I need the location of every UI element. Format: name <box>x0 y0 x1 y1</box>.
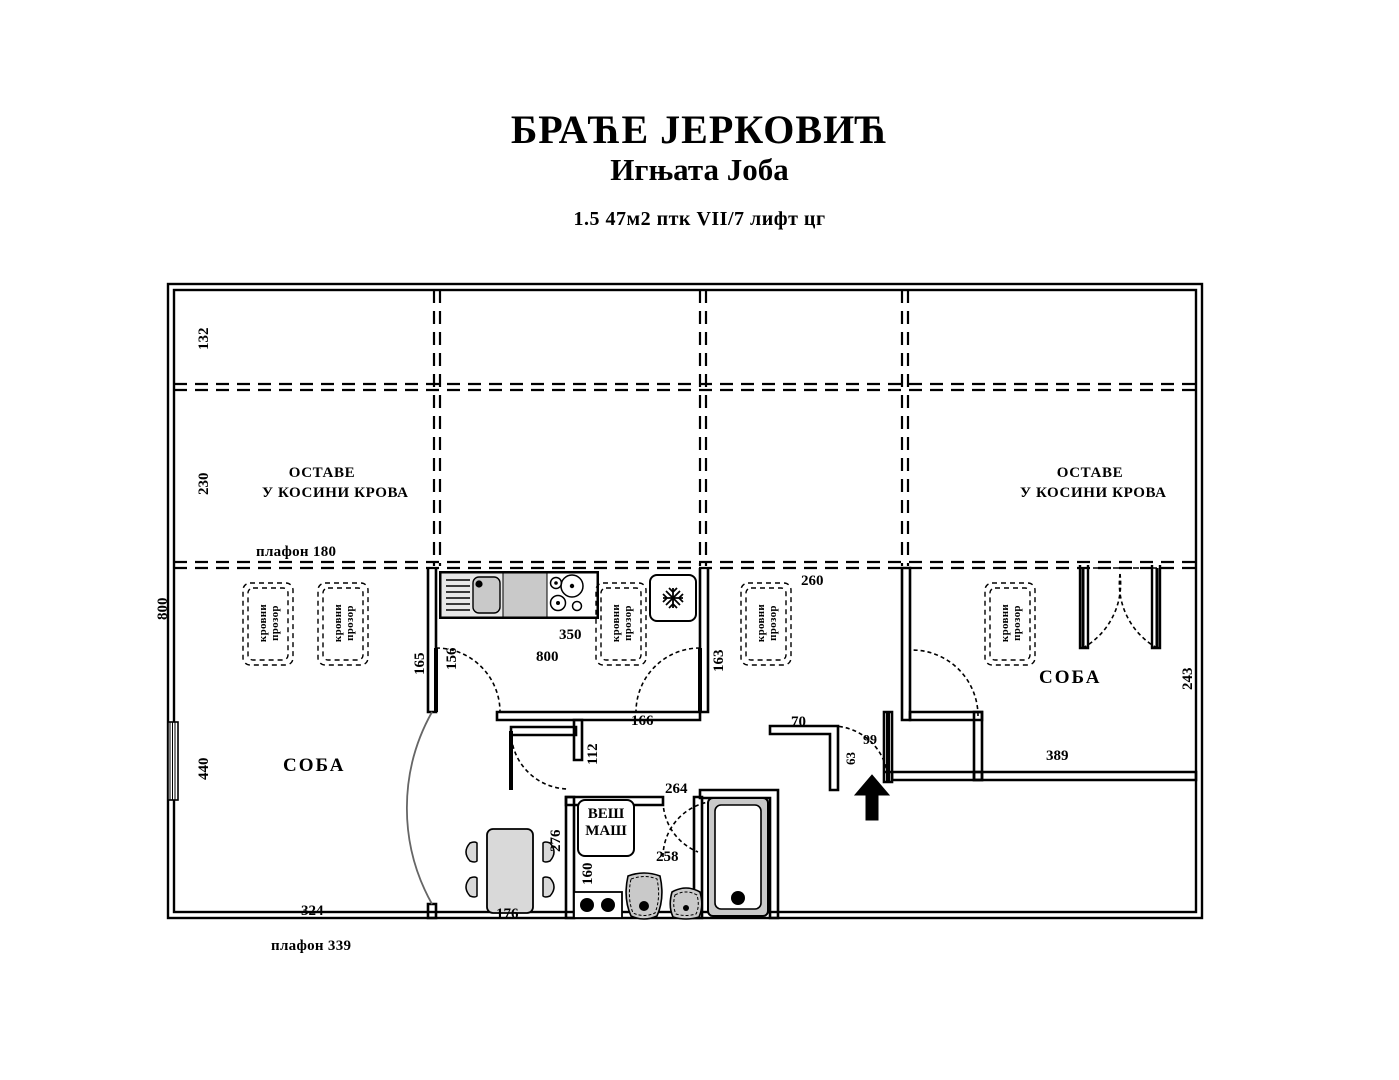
skylight-label-4: кровни прозор <box>755 584 779 662</box>
room-label-right: СОБА <box>1039 667 1102 688</box>
skylight-label-1: кровни прозор <box>257 584 281 662</box>
attic-partitions <box>174 290 1196 570</box>
window-left <box>167 721 179 801</box>
skylight-label-5: кровни прозор <box>999 584 1023 662</box>
dim-160: 160 <box>580 862 596 886</box>
refrigerator-icon <box>649 574 697 622</box>
dim-800-overall: 800 <box>155 597 171 621</box>
dim-156: 156 <box>444 647 460 671</box>
dining-table <box>486 828 534 914</box>
dim-440: 440 <box>196 757 212 781</box>
dim-260: 260 <box>801 573 824 589</box>
bathroom-fixtures <box>573 797 769 920</box>
skylight-3-line2: прозор <box>621 605 634 641</box>
bidet-icon <box>669 887 703 920</box>
dining-chairs <box>465 841 555 898</box>
dim-264: 264 <box>665 781 688 797</box>
entrance-arrow-icon <box>853 774 891 821</box>
skylight-1-line2: прозор <box>268 605 281 641</box>
skylight-boxes <box>242 582 1036 666</box>
dim-389: 389 <box>1046 748 1069 764</box>
door-swings <box>405 565 1162 905</box>
room-label-left: СОБА <box>283 755 346 776</box>
dim-324: 324 <box>301 903 324 919</box>
skylight-label-2: кровни прозор <box>332 584 356 662</box>
storage-left-line1: ОСТАВЕ <box>288 465 356 481</box>
ceiling-note-180: плафон 180 <box>256 544 337 560</box>
storage-label-left: ОСТАВЕ У КОСИНИ КРОВА <box>262 463 409 504</box>
skylight-5-line2: прозор <box>1010 605 1023 641</box>
dim-350: 350 <box>559 627 582 643</box>
kitchen-sink-icon <box>446 579 470 611</box>
dim-230: 230 <box>196 472 212 496</box>
skylight-2-line1: кровни <box>332 603 344 643</box>
toilet-icon <box>625 872 663 920</box>
washer-line1: ВЕШ <box>587 806 625 822</box>
storage-left-line2: У КОСИНИ КРОВА <box>262 485 409 502</box>
washing-machine <box>577 799 635 857</box>
dim-800-kitchen: 800 <box>536 649 559 665</box>
dim-99: 99 <box>863 733 877 748</box>
dim-276: 276 <box>548 829 564 853</box>
unit-info: 1.5 47м2 птк VII/7 лифт цг <box>573 207 826 230</box>
dim-165: 165 <box>412 652 428 676</box>
washer-line2: МАШ <box>585 822 627 839</box>
bathtub-icon <box>707 797 769 917</box>
washing-machine-label: ВЕШ МАШ <box>580 806 632 839</box>
skylight-4-line1: кровни <box>755 603 767 643</box>
dim-243: 243 <box>1180 667 1196 691</box>
page-title: БРАЋЕ ЈЕРКОВИЋ <box>510 107 889 152</box>
storage-right-line1: ОСТАВЕ <box>1056 465 1124 481</box>
dim-112: 112 <box>585 743 601 765</box>
dim-70: 70 <box>791 714 806 730</box>
dim-63: 63 <box>843 752 858 765</box>
title-block: БРАЋЕ ЈЕРКОВИЋ Игњата Јоба 1.5 47м2 птк … <box>0 108 1399 231</box>
storage-label-right: ОСТАВЕ У КОСИНИ КРОВА <box>1020 463 1167 504</box>
dining-set <box>465 828 555 914</box>
dim-132: 132 <box>196 327 212 351</box>
ceiling-note-339: плафон 339 <box>271 938 352 954</box>
skylight-1-line1: кровни <box>257 603 269 643</box>
dim-258: 258 <box>656 849 679 865</box>
skylight-2-line2: прозор <box>343 605 356 641</box>
skylight-4-line2: прозор <box>766 605 779 641</box>
kitchen-counter <box>439 571 599 619</box>
skylight-5-line1: кровни <box>999 603 1011 643</box>
interior-walls <box>426 566 1198 920</box>
skylight-label-3: кровни прозор <box>610 584 634 662</box>
skylight-3-line1: кровни <box>610 603 622 643</box>
dim-163: 163 <box>711 649 727 673</box>
storage-right-line2: У КОСИНИ КРОВА <box>1020 485 1167 502</box>
dim-176: 176 <box>496 906 519 922</box>
page-subtitle-street: Игњата Јоба <box>610 152 789 188</box>
dim-166: 166 <box>631 713 654 729</box>
